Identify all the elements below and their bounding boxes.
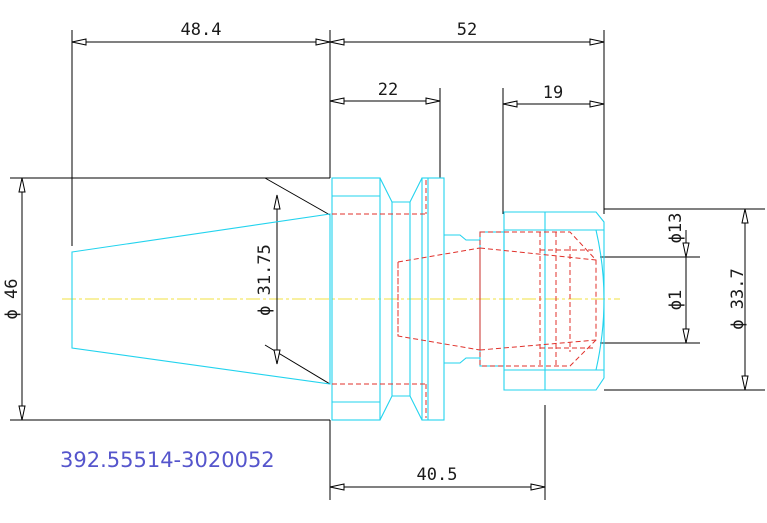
dim-taper-diameter: ϕ 31.75 [255,244,275,316]
part-number-label: 392.55514-3020052 [60,448,275,472]
arrowheads [18,38,749,491]
dim-nut-length: 19 [543,83,563,103]
dim-nut-diameter: ϕ 33.7 [728,268,748,329]
dim-flange-diameter: ϕ 46 [2,279,22,320]
hidden-lines [332,180,597,418]
dim-body-length: 52 [457,20,477,40]
dim-bore-diameter-small: ϕ1 [666,290,686,310]
dim-flange-length: 22 [378,80,398,100]
dim-bore-diameter-large: ϕ13 [666,213,686,244]
dim-gauge-to-collet: 40.5 [417,465,458,485]
dim-taper-length: 48.4 [181,20,222,40]
